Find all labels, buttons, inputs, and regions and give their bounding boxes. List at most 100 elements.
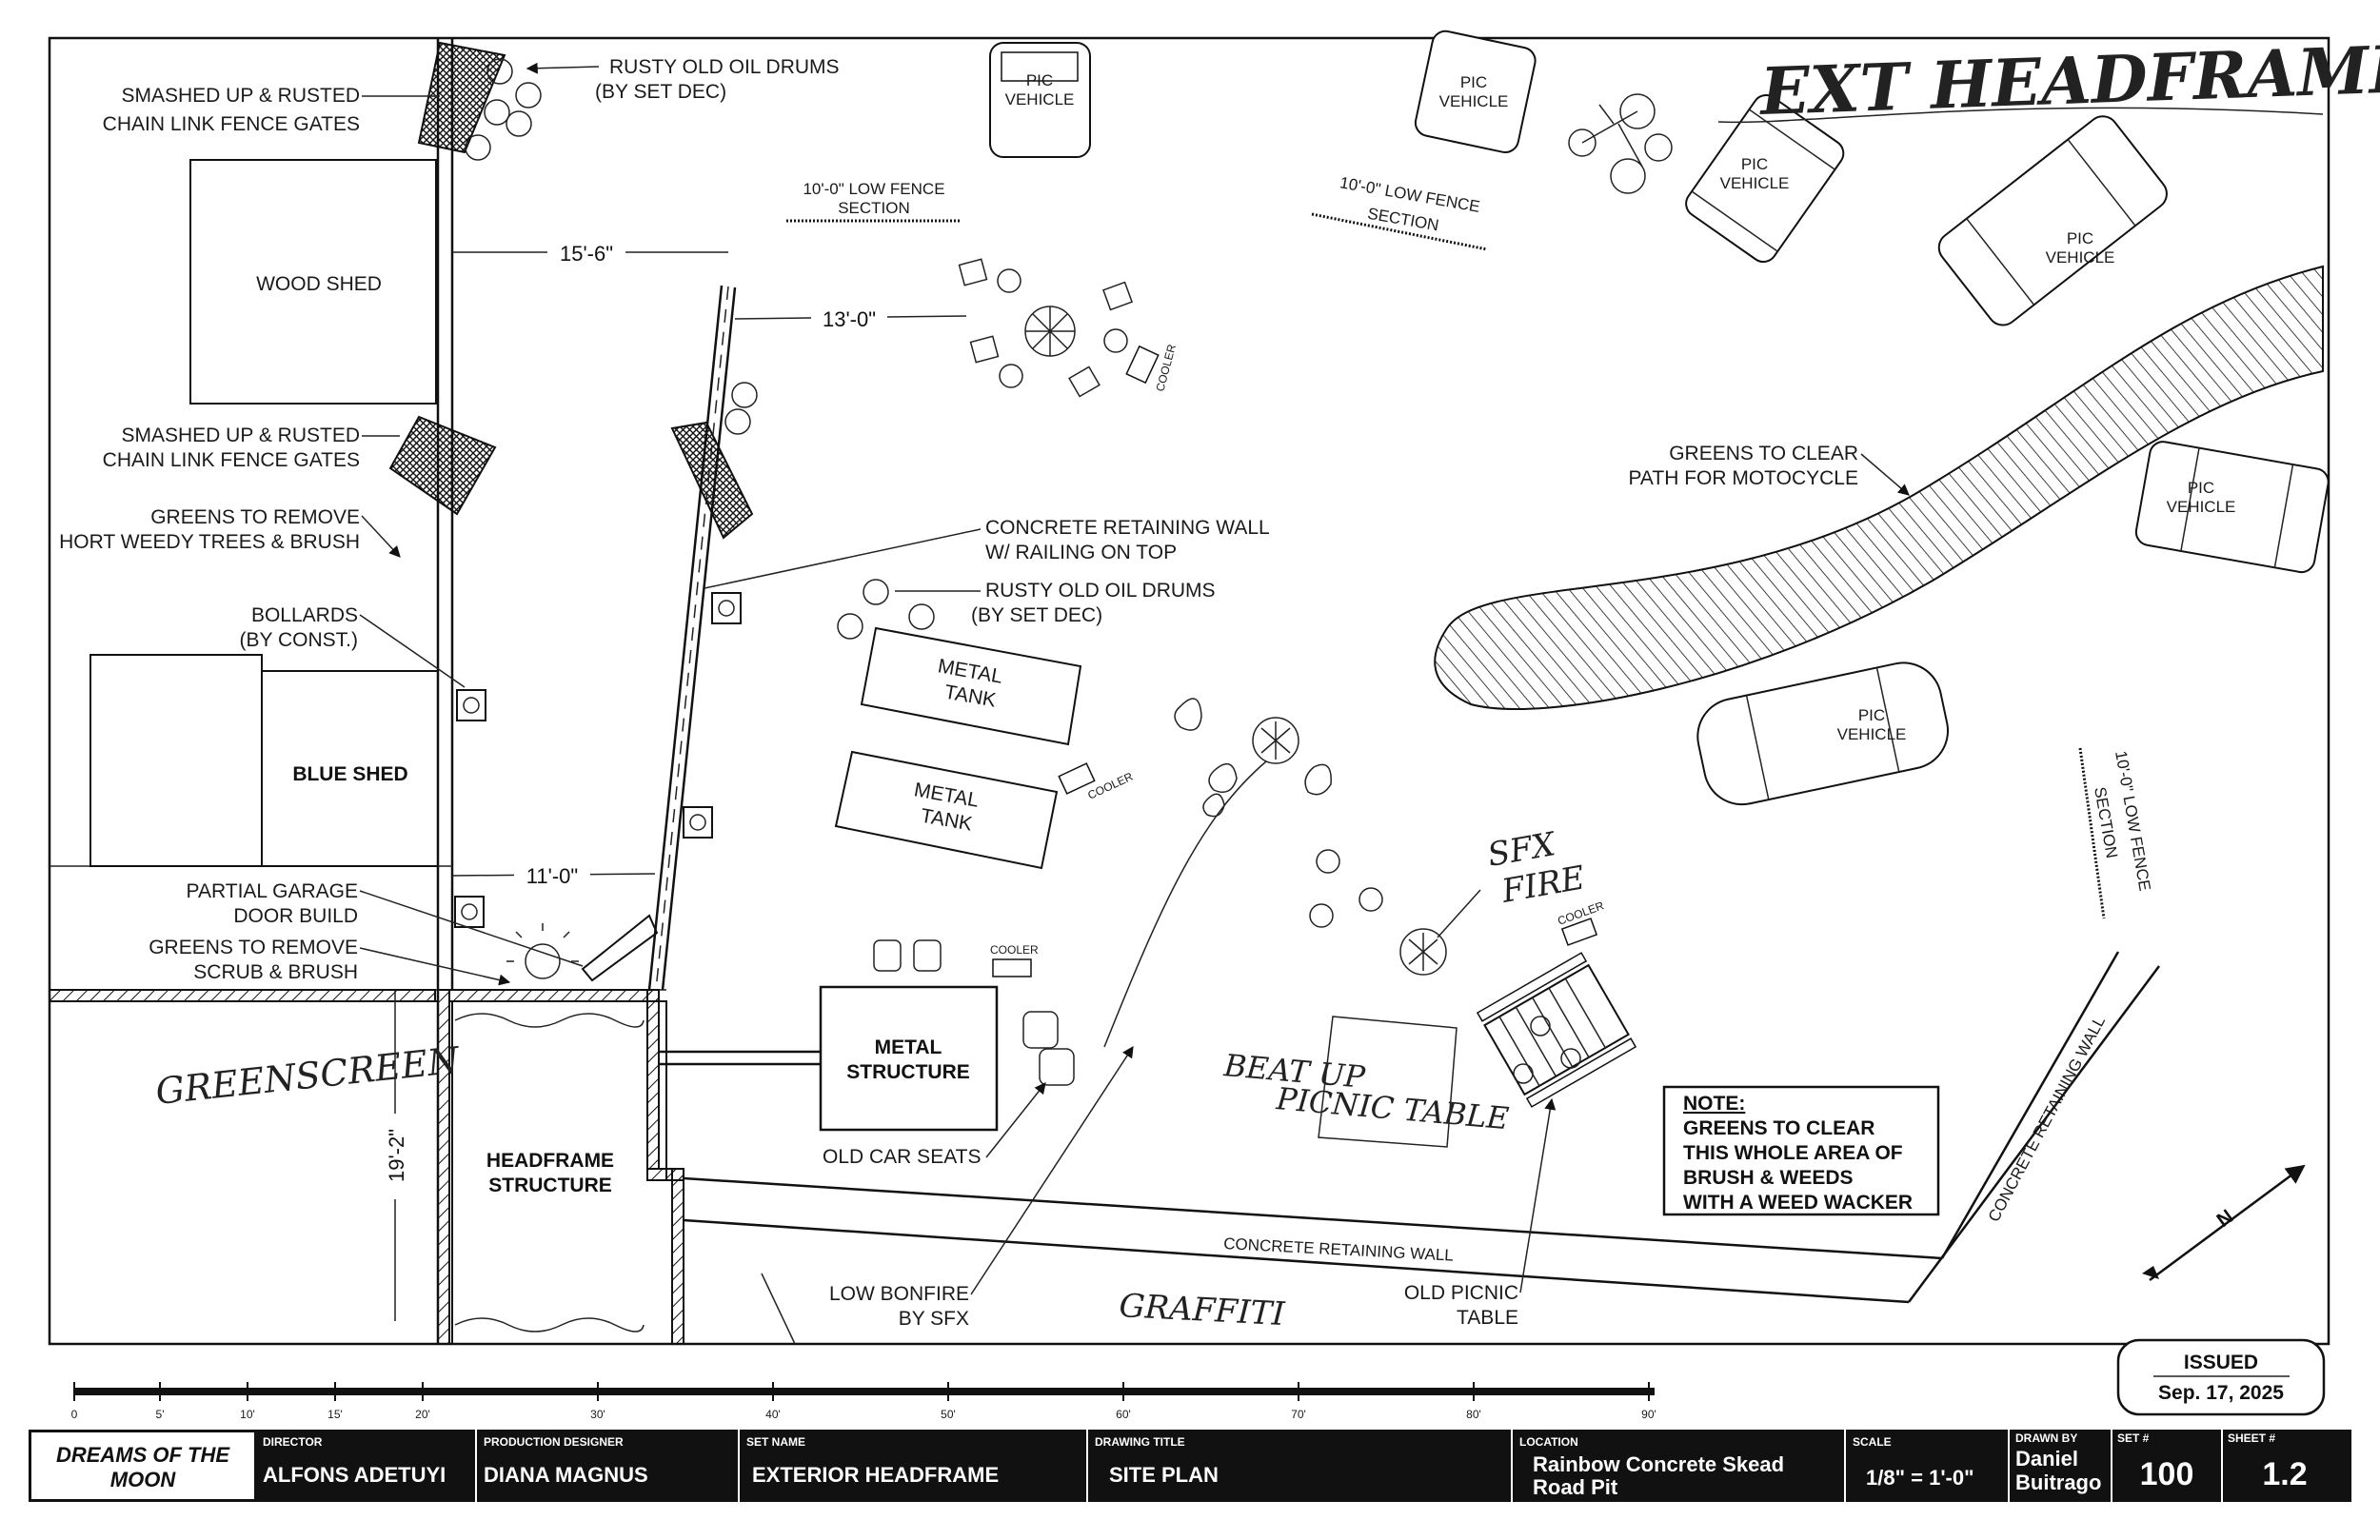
dimension-13-0: 13'-0" xyxy=(734,305,967,333)
svg-text:Sep. 17, 2025: Sep. 17, 2025 xyxy=(2158,1382,2284,1404)
svg-text:VEHICLE: VEHICLE xyxy=(1005,90,1075,109)
svg-text:Daniel: Daniel xyxy=(2015,1447,2078,1471)
pic-vehicle-3: PIC VEHICLE xyxy=(1685,94,1845,264)
svg-text:DIRECTOR: DIRECTOR xyxy=(263,1435,323,1449)
label-greens-remove-top: GREENS TO REMOVE HORT WEEDY TREES & BRUS… xyxy=(59,506,401,558)
low-fence-3: 10'-0" LOW FENCE SECTION xyxy=(2078,747,2154,919)
pic-vehicle-1: PIC VEHICLE xyxy=(989,42,1091,158)
partial-garage-door xyxy=(506,914,659,982)
scale-tick-label: 60' xyxy=(1116,1408,1131,1421)
svg-text:VEHICLE: VEHICLE xyxy=(1720,174,1790,192)
scale-tick-label: 5' xyxy=(156,1408,165,1421)
scale-tick-label: 0 xyxy=(71,1408,78,1421)
svg-text:PRODUCTION DESIGNER: PRODUCTION DESIGNER xyxy=(484,1435,624,1449)
svg-text:CHAIN LINK FENCE GATES: CHAIN LINK FENCE GATES xyxy=(103,449,360,471)
svg-text:PIC: PIC xyxy=(1741,155,1768,173)
dimension-15-6: 15'-6" xyxy=(452,238,728,267)
svg-text:SECTION: SECTION xyxy=(2091,785,2121,859)
svg-text:DIANA MAGNUS: DIANA MAGNUS xyxy=(484,1463,648,1487)
pic-vehicle-4: PIC VEHICLE xyxy=(1937,115,2168,326)
sfx-fire-note: SFX FIRE xyxy=(1437,825,1588,938)
svg-text:PATH FOR MOTOCYCLE: PATH FOR MOTOCYCLE xyxy=(1628,467,1858,489)
svg-text:CHAIN LINK FENCE GATES: CHAIN LINK FENCE GATES xyxy=(103,113,360,135)
svg-text:WOOD SHED: WOOD SHED xyxy=(256,273,382,295)
wood-shed: WOOD SHED xyxy=(189,159,437,405)
svg-text:SCRUB & BRUSH: SCRUB & BRUSH xyxy=(193,961,358,983)
scale-tick-label: 30' xyxy=(590,1408,605,1421)
svg-text:BOLLARDS: BOLLARDS xyxy=(251,604,358,626)
svg-text:Road Pit: Road Pit xyxy=(1533,1475,1618,1499)
svg-text:GREENS TO REMOVE: GREENS TO REMOVE xyxy=(150,506,360,528)
svg-text:RUSTY OLD OIL DRUMS: RUSTY OLD OIL DRUMS xyxy=(985,580,1216,602)
label-greens-clear-path: GREENS TO CLEAR PATH FOR MOTOCYCLE xyxy=(1628,443,1910,496)
svg-text:LOW BONFIRE: LOW BONFIRE xyxy=(829,1283,969,1305)
scale-tick-label: 80' xyxy=(1466,1408,1481,1421)
svg-text:W/ RAILING ON TOP: W/ RAILING ON TOP xyxy=(985,542,1177,563)
svg-text:SITE PLAN: SITE PLAN xyxy=(1109,1463,1219,1487)
chain-link-gate-top xyxy=(417,41,506,154)
metal-tank-1: METAL TANK xyxy=(860,626,1082,746)
svg-text:N: N xyxy=(2212,1206,2237,1233)
note-box: NOTE: GREENS TO CLEAR THIS WHOLE AREA OF… xyxy=(1662,1085,1940,1216)
label-low-bonfire: LOW BONFIRE BY SFX xyxy=(829,760,1267,1330)
scale-tick-label: 90' xyxy=(1641,1408,1656,1421)
svg-text:HORT WEEDY TREES & BRUSH: HORT WEEDY TREES & BRUSH xyxy=(59,531,360,553)
oil-drums-mid xyxy=(837,579,935,640)
label-old-picnic: OLD PICNIC TABLE xyxy=(1404,1097,1557,1329)
concrete-retaining-wall-bottom xyxy=(659,951,2161,1345)
svg-text:DRAWING TITLE: DRAWING TITLE xyxy=(1095,1435,1185,1449)
issued-stamp: ISSUED Sep. 17, 2025 xyxy=(2116,1338,2326,1416)
svg-text:WITH A WEED WACKER: WITH A WEED WACKER xyxy=(1683,1192,1913,1214)
dimension-11-0: 11'-0" xyxy=(451,861,656,890)
svg-text:10'-0" LOW FENCE: 10'-0" LOW FENCE xyxy=(2112,749,2154,892)
svg-text:CONCRETE RETAINING WALL: CONCRETE RETAINING WALL xyxy=(985,517,1270,539)
seating-cluster xyxy=(958,258,1133,398)
svg-text:SET #: SET # xyxy=(2117,1431,2150,1445)
svg-text:VEHICLE: VEHICLE xyxy=(2046,248,2115,267)
svg-text:SMASHED UP & RUSTED: SMASHED UP & RUSTED xyxy=(122,424,361,446)
svg-text:BRUSH & WEEDS: BRUSH & WEEDS xyxy=(1683,1167,1854,1189)
retaining-wall-railing xyxy=(647,285,737,991)
blue-shed: BLUE SHED xyxy=(89,654,439,867)
svg-text:VEHICLE: VEHICLE xyxy=(2167,498,2236,516)
pic-vehicle-5: PIC VEHICLE xyxy=(2134,441,2330,574)
svg-text:VEHICLE: VEHICLE xyxy=(1837,725,1907,743)
cooler-3: COOLER xyxy=(1125,343,1179,393)
svg-text:100: 100 xyxy=(2140,1456,2194,1492)
svg-text:PIC: PIC xyxy=(2067,229,2093,247)
cooler-2: COOLER xyxy=(990,943,1039,977)
svg-text:GREENS TO REMOVE: GREENS TO REMOVE xyxy=(149,937,358,958)
svg-text:CONCRETE RETAINING WALL: CONCRETE RETAINING WALL xyxy=(1223,1234,1454,1265)
scale-tick-label: 40' xyxy=(765,1408,781,1421)
old-car-seats xyxy=(873,939,1075,1086)
ext-headframe-stamp: EXT HEADFRAME xyxy=(1757,31,2380,130)
north-arrow-icon: N xyxy=(2142,1164,2306,1282)
beat-up-picnic-note: BEAT UP PICNIC TABLE xyxy=(1221,1016,1510,1148)
svg-text:PARTIAL GARAGE: PARTIAL GARAGE xyxy=(187,880,359,902)
greenscreen-note: GREENSCREEN xyxy=(153,1039,463,1113)
metal-tank-2: METAL TANK xyxy=(834,750,1059,870)
svg-text:SET NAME: SET NAME xyxy=(746,1435,805,1449)
stamp-underline xyxy=(1717,107,2324,124)
label-retaining-wall-right: CONCRETE RETAINING WALL xyxy=(1985,1013,2109,1224)
label-retaining-wall-rail: CONCRETE RETAINING WALL W/ RAILING ON TO… xyxy=(704,517,1270,589)
dimension-19-2: 19'-2" xyxy=(381,990,409,1321)
svg-text:10'-0" LOW FENCE: 10'-0" LOW FENCE xyxy=(1339,173,1481,216)
svg-text:DRAWN BY: DRAWN BY xyxy=(2015,1431,2077,1445)
svg-text:SMASHED UP & RUSTED: SMASHED UP & RUSTED xyxy=(122,85,361,107)
svg-text:STRUCTURE: STRUCTURE xyxy=(846,1061,970,1083)
fire-pits xyxy=(1174,698,1447,976)
svg-text:COOLER: COOLER xyxy=(1153,343,1179,393)
svg-text:PIC: PIC xyxy=(1858,706,1885,724)
label-partial-garage: PARTIAL GARAGE DOOR BUILD xyxy=(187,880,584,967)
svg-text:OLD PICNIC: OLD PICNIC xyxy=(1404,1282,1518,1304)
oil-drums-top xyxy=(465,58,542,161)
svg-text:DOOR BUILD: DOOR BUILD xyxy=(233,905,358,927)
svg-text:COOLER: COOLER xyxy=(1085,769,1135,801)
bollards xyxy=(454,592,742,928)
svg-text:THIS WHOLE AREA OF: THIS WHOLE AREA OF xyxy=(1683,1142,1903,1164)
title-block: DREAMS OF THE MOON DIRECTOR ALFONS ADETU… xyxy=(29,1430,2351,1502)
scale-tick-label: 20' xyxy=(415,1408,430,1421)
svg-text:NOTE:: NOTE: xyxy=(1683,1093,1745,1115)
low-fence-2: 10'-0" LOW FENCE SECTION xyxy=(1311,173,1488,251)
